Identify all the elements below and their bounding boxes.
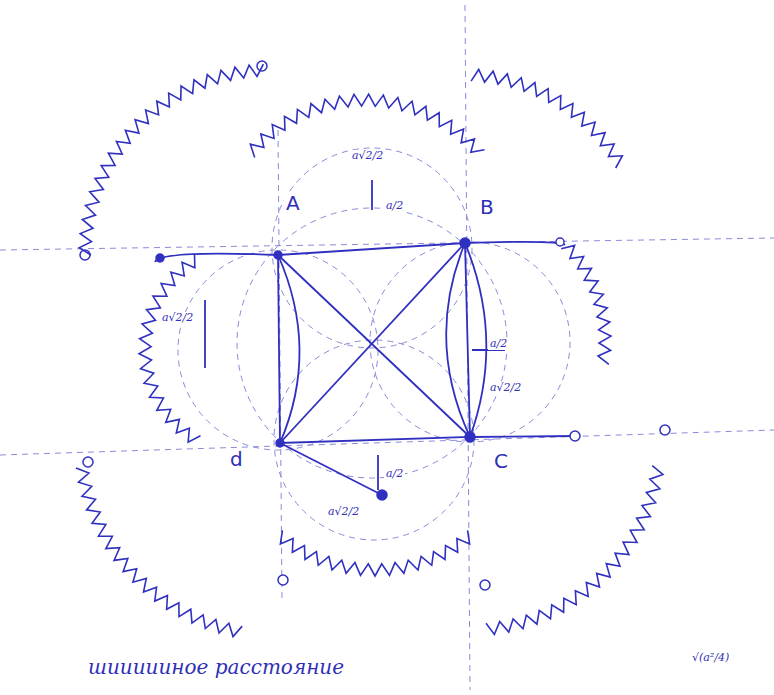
vertex-label: d: [228, 448, 245, 470]
vertex-label: C: [492, 450, 510, 472]
dimension-label: a/2: [488, 338, 509, 350]
dimension-label: a/2: [384, 200, 405, 212]
dimension-label: a/2: [384, 468, 405, 480]
note-text: шиииииное расстояние: [86, 656, 346, 678]
zigzag-arc: [76, 468, 242, 637]
zigzag-arc: [471, 70, 622, 168]
vertex-label: A: [284, 192, 302, 214]
vertex-label: B: [478, 196, 496, 218]
formula-label: √(a²/4): [690, 652, 731, 664]
construction-lines: [0, 5, 774, 690]
zigzag-arcs: [76, 64, 663, 636]
zigzag-arc: [280, 530, 469, 576]
points: [80, 61, 670, 590]
zigzag-arc: [250, 94, 484, 157]
dimension-label: a√2/2: [488, 382, 523, 394]
zigzag-arc: [486, 466, 663, 635]
zigzag-arc: [561, 245, 611, 364]
dimension-label: a√2/2: [160, 312, 195, 324]
dimension-label: a√2/2: [350, 150, 385, 162]
zigzag-arc: [79, 64, 263, 255]
square-abcd: [155, 180, 575, 495]
zigzag-arc: [139, 254, 200, 442]
dimension-label: a√2/2: [326, 506, 361, 518]
